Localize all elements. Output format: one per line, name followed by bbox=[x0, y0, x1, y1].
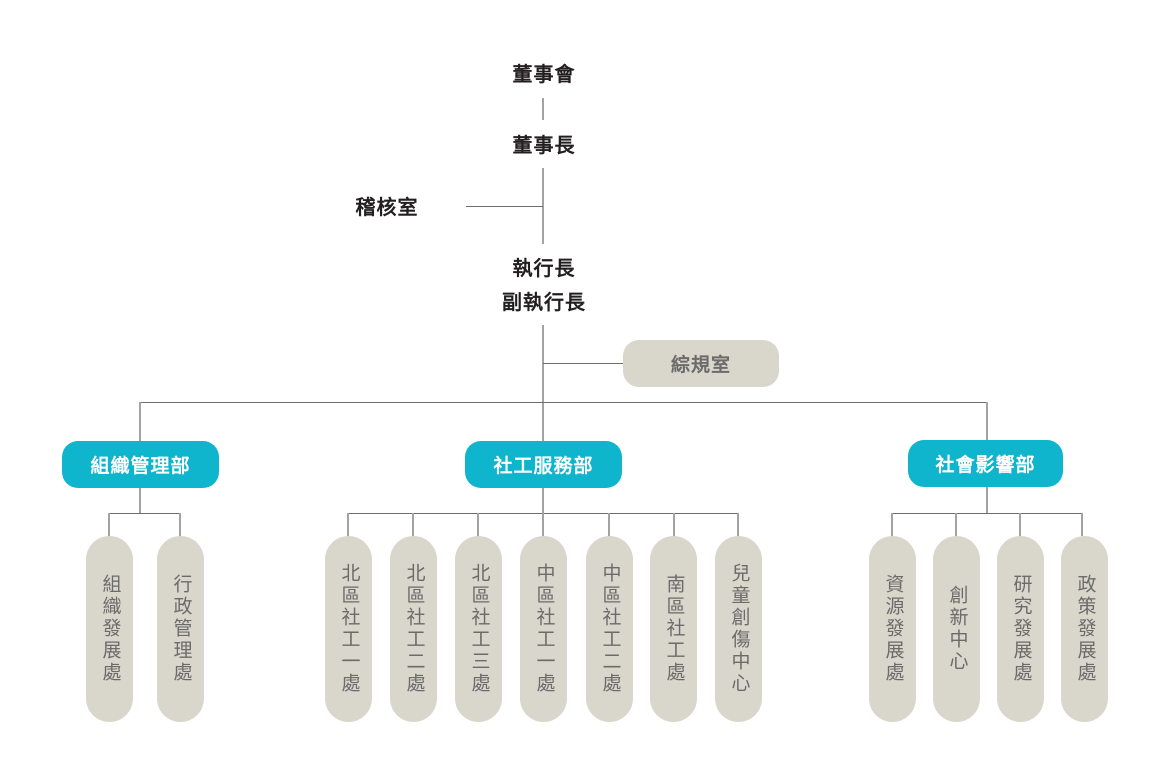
connector-unit-bus-2 bbox=[891, 513, 1082, 514]
unit-resource-development: 資源發展處 bbox=[869, 536, 916, 722]
connector-unit-bus-0 bbox=[108, 513, 181, 514]
unit-child-trauma-center: 兒童創傷中心 bbox=[715, 536, 762, 722]
unit-label: 北區社工二處 bbox=[403, 563, 425, 695]
connector-dept-0-units bbox=[139, 488, 141, 513]
unit-label: 北區社工三處 bbox=[468, 563, 490, 695]
unit-label: 資源發展處 bbox=[882, 574, 904, 684]
connector-dept-1-units bbox=[542, 488, 544, 513]
unit-label: 創新中心 bbox=[946, 585, 968, 673]
unit-north-social-work-2: 北區社工二處 bbox=[390, 536, 437, 722]
connector-unit bbox=[608, 513, 610, 536]
unit-policy-development: 政策發展處 bbox=[1061, 536, 1108, 722]
unit-central-social-work-1: 中區社工一處 bbox=[520, 536, 567, 722]
node-ceo: 執行長 bbox=[512, 258, 576, 280]
connector-unit bbox=[179, 513, 181, 536]
connector-unit bbox=[1081, 513, 1083, 536]
unit-label: 組織發展處 bbox=[99, 574, 121, 684]
connector-unit bbox=[891, 513, 893, 536]
connector-ceo-departments bbox=[542, 325, 544, 441]
unit-north-social-work-3: 北區社工三處 bbox=[455, 536, 502, 722]
department-social-work-services: 社工服務部 bbox=[465, 441, 622, 488]
unit-label: 南區社工處 bbox=[663, 574, 685, 684]
unit-label: 中區社工二處 bbox=[599, 563, 621, 695]
unit-innovation-center: 創新中心 bbox=[933, 536, 980, 722]
connector-unit bbox=[347, 513, 349, 536]
unit-label: 中區社工一處 bbox=[533, 563, 555, 695]
node-board: 董事會 bbox=[512, 64, 576, 86]
unit-label: 政策發展處 bbox=[1074, 574, 1096, 684]
unit-north-social-work-1: 北區社工一處 bbox=[325, 536, 372, 722]
department-label: 組織管理部 bbox=[90, 456, 191, 477]
connector-board-chairman bbox=[542, 98, 544, 120]
department-label: 社工服務部 bbox=[493, 456, 594, 477]
connector-chairman-ceo bbox=[542, 168, 544, 244]
department-social-impact: 社會影響部 bbox=[908, 440, 1063, 487]
unit-administration-management: 行政管理處 bbox=[157, 536, 204, 722]
unit-label: 行政管理處 bbox=[170, 574, 192, 684]
node-planning-office: 綜規室 bbox=[623, 340, 779, 387]
connector-unit bbox=[108, 513, 110, 536]
connector-unit bbox=[542, 513, 544, 536]
connector-planning-office bbox=[543, 363, 623, 364]
unit-south-social-work: 南區社工處 bbox=[650, 536, 697, 722]
connector-unit bbox=[412, 513, 414, 536]
unit-label: 北區社工一處 bbox=[338, 563, 360, 695]
node-audit-office: 稽核室 bbox=[355, 197, 419, 219]
unit-central-social-work-2: 中區社工二處 bbox=[586, 536, 633, 722]
connector-unit bbox=[673, 513, 675, 536]
connector-audit-office bbox=[466, 206, 543, 207]
planning-office-label: 綜規室 bbox=[670, 355, 731, 376]
department-label: 社會影響部 bbox=[935, 455, 1036, 476]
node-chairman: 董事長 bbox=[512, 135, 576, 157]
unit-research-development: 研究發展處 bbox=[997, 536, 1044, 722]
unit-label: 研究發展處 bbox=[1010, 574, 1032, 684]
unit-label: 兒童創傷中心 bbox=[728, 563, 750, 695]
connector-dept-2-units bbox=[986, 487, 988, 513]
connector-unit bbox=[955, 513, 957, 536]
unit-organization-development: 組織發展處 bbox=[86, 536, 133, 722]
connector-unit bbox=[477, 513, 479, 536]
connector-unit bbox=[1019, 513, 1021, 536]
connector-department-bus bbox=[140, 402, 988, 403]
node-deputy-ceo: 副執行長 bbox=[502, 292, 586, 314]
connector-unit bbox=[737, 513, 739, 536]
connector-dept-2 bbox=[986, 402, 988, 440]
connector-dept-0 bbox=[139, 402, 141, 441]
department-organization-management: 組織管理部 bbox=[62, 441, 219, 488]
